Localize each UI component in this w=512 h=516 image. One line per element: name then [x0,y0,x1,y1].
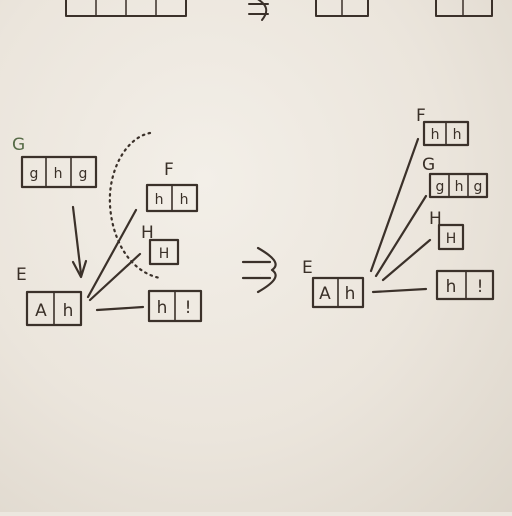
right-diagram: F h h G g h g H H E A h [302,106,495,309]
node-label-f: F [416,106,426,126]
node-cell: A [319,284,331,304]
node-cell: h [63,301,74,321]
node-cell: ! [477,277,484,297]
edge-e-to-h [381,238,432,282]
left-node-h-bang: h ! [147,289,203,323]
implies-arrow: ⇒ [241,246,277,294]
node-label-e: E [302,258,313,278]
right-node-f: F h h [416,106,470,147]
edge-e-to-f [86,208,138,299]
dotted-curve [108,131,162,280]
node-cell: h [453,127,462,143]
node-cell: h [155,192,164,208]
left-node-e: E A h [16,265,83,327]
node-cell: H [159,246,170,262]
left-edges [71,131,162,312]
top-partial-diagram [65,0,493,21]
node-cell: g [79,166,88,182]
node-label-g: G [422,155,435,175]
implies-symbol-text: ⇒ [260,274,261,276]
right-node-e: E A h [302,258,365,309]
node-cell: H [446,231,457,247]
edge-e-to-h-bang [95,305,145,312]
right-node-h-bang: h ! [435,269,495,301]
node-label-f: F [164,160,174,180]
node-cell: h [180,192,189,208]
node-cell: h [157,298,168,318]
left-node-h: H H [141,223,180,266]
edge-e-to-h [88,252,142,302]
edge-e-to-f [369,137,420,273]
node-cell: h [345,284,356,304]
left-diagram: G g h g F h h H H E A h [12,131,203,327]
right-node-g: G g h g [422,155,489,199]
node-cell: g [30,166,39,182]
node-label-h: H [141,223,154,243]
node-label-g: G [12,135,25,155]
right-edges [369,137,432,294]
node-cell: ! [185,298,192,318]
node-cell: g [436,179,445,195]
arrowhead [71,259,88,279]
node-label-e: E [16,265,27,285]
edge-e-to-h-bang [371,287,428,294]
left-node-g: G g h g [12,135,98,189]
node-cell: g [474,179,483,195]
node-cell: h [54,166,63,182]
edge-e-to-g [374,194,428,278]
node-cell: h [446,277,457,297]
edge-g-to-e [71,205,83,276]
right-node-h: H H [429,209,465,251]
node-cell: A [35,301,47,321]
left-node-f: F h h [145,160,199,213]
node-cell: h [455,179,464,195]
node-cell: h [431,127,440,143]
